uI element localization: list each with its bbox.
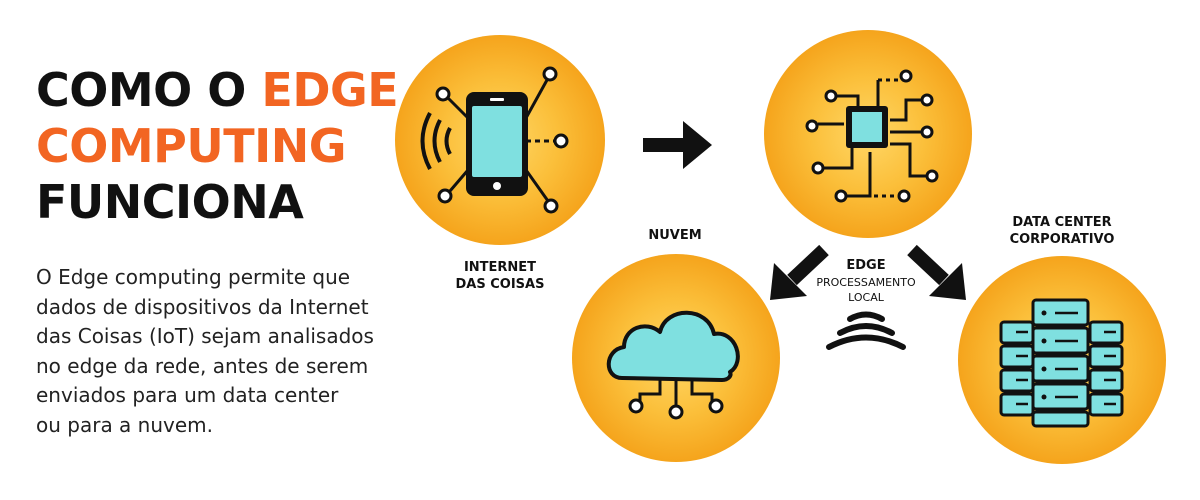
- arrow-right-icon: [643, 121, 712, 169]
- title-accent: EDGE: [261, 63, 399, 117]
- description-line: O Edge computing permite que: [36, 265, 351, 289]
- description-line: enviados para um data center: [36, 383, 339, 407]
- arrow-down-left-icon: [770, 244, 829, 300]
- title-line-3: FUNCIONA: [36, 175, 304, 229]
- title-line-1: COMO O EDGE: [36, 63, 399, 117]
- cloud-icon: [606, 310, 740, 420]
- arrow-down-right-icon: [907, 244, 966, 300]
- description-line: ou para a nuvem.: [36, 412, 214, 437]
- page-title: COMO O EDGE COMPUTING FUNCIONA: [36, 62, 399, 230]
- cloud-label: NUVEM: [648, 228, 702, 243]
- edge-sublabel: PROCESSAMENTO LOCAL: [816, 276, 916, 304]
- datacenter-label: DATA CENTER CORPORATIVO: [1009, 215, 1115, 247]
- wireless-signal-icon: [826, 311, 906, 350]
- iot-label: INTERNET DAS COISAS: [455, 260, 545, 292]
- description-line: no edge da rede, antes de serem: [36, 353, 369, 378]
- edge-label: EDGE: [846, 258, 886, 273]
- server-rack-icon: [999, 298, 1124, 428]
- description-line: das Coisas (IoT) sejam analisados: [36, 324, 374, 348]
- chip-icon: [805, 69, 939, 203]
- smartphone-icon: [420, 66, 569, 214]
- description-line: dados de dispositivos da Internet: [36, 294, 369, 319]
- title-line-2: COMPUTING: [36, 119, 346, 173]
- description: O Edge computing permite que dados de di…: [36, 263, 416, 440]
